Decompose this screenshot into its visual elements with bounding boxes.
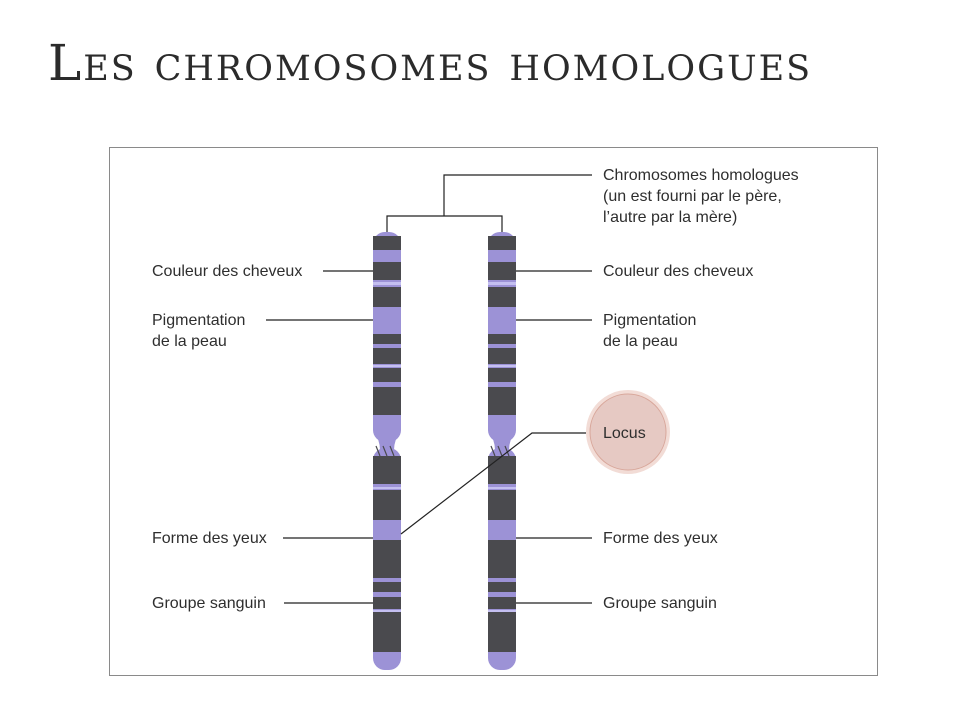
blood-group-label-left: Groupe sanguin (152, 593, 266, 614)
eye-shape-label-left: Forme des yeux (152, 528, 267, 549)
eye-shape-label-right: Forme des yeux (603, 528, 718, 549)
hair-color-label-right: Couleur des cheveux (603, 261, 753, 282)
homologous-chromosomes-label: Chromosomes homologues (un est fourni pa… (603, 165, 799, 228)
skin-pigmentation-label-left: Pigmentation de la peau (152, 310, 245, 352)
right-chromosome (488, 232, 516, 670)
hair-color-label-left: Couleur des cheveux (152, 261, 302, 282)
blood-group-label-right: Groupe sanguin (603, 593, 717, 614)
locus-label: Locus (603, 423, 646, 444)
skin-pigmentation-label-right: Pigmentation de la peau (603, 310, 696, 352)
left-chromosome (373, 232, 401, 670)
leader-lines (266, 271, 592, 603)
homologous-bracket (387, 175, 592, 232)
